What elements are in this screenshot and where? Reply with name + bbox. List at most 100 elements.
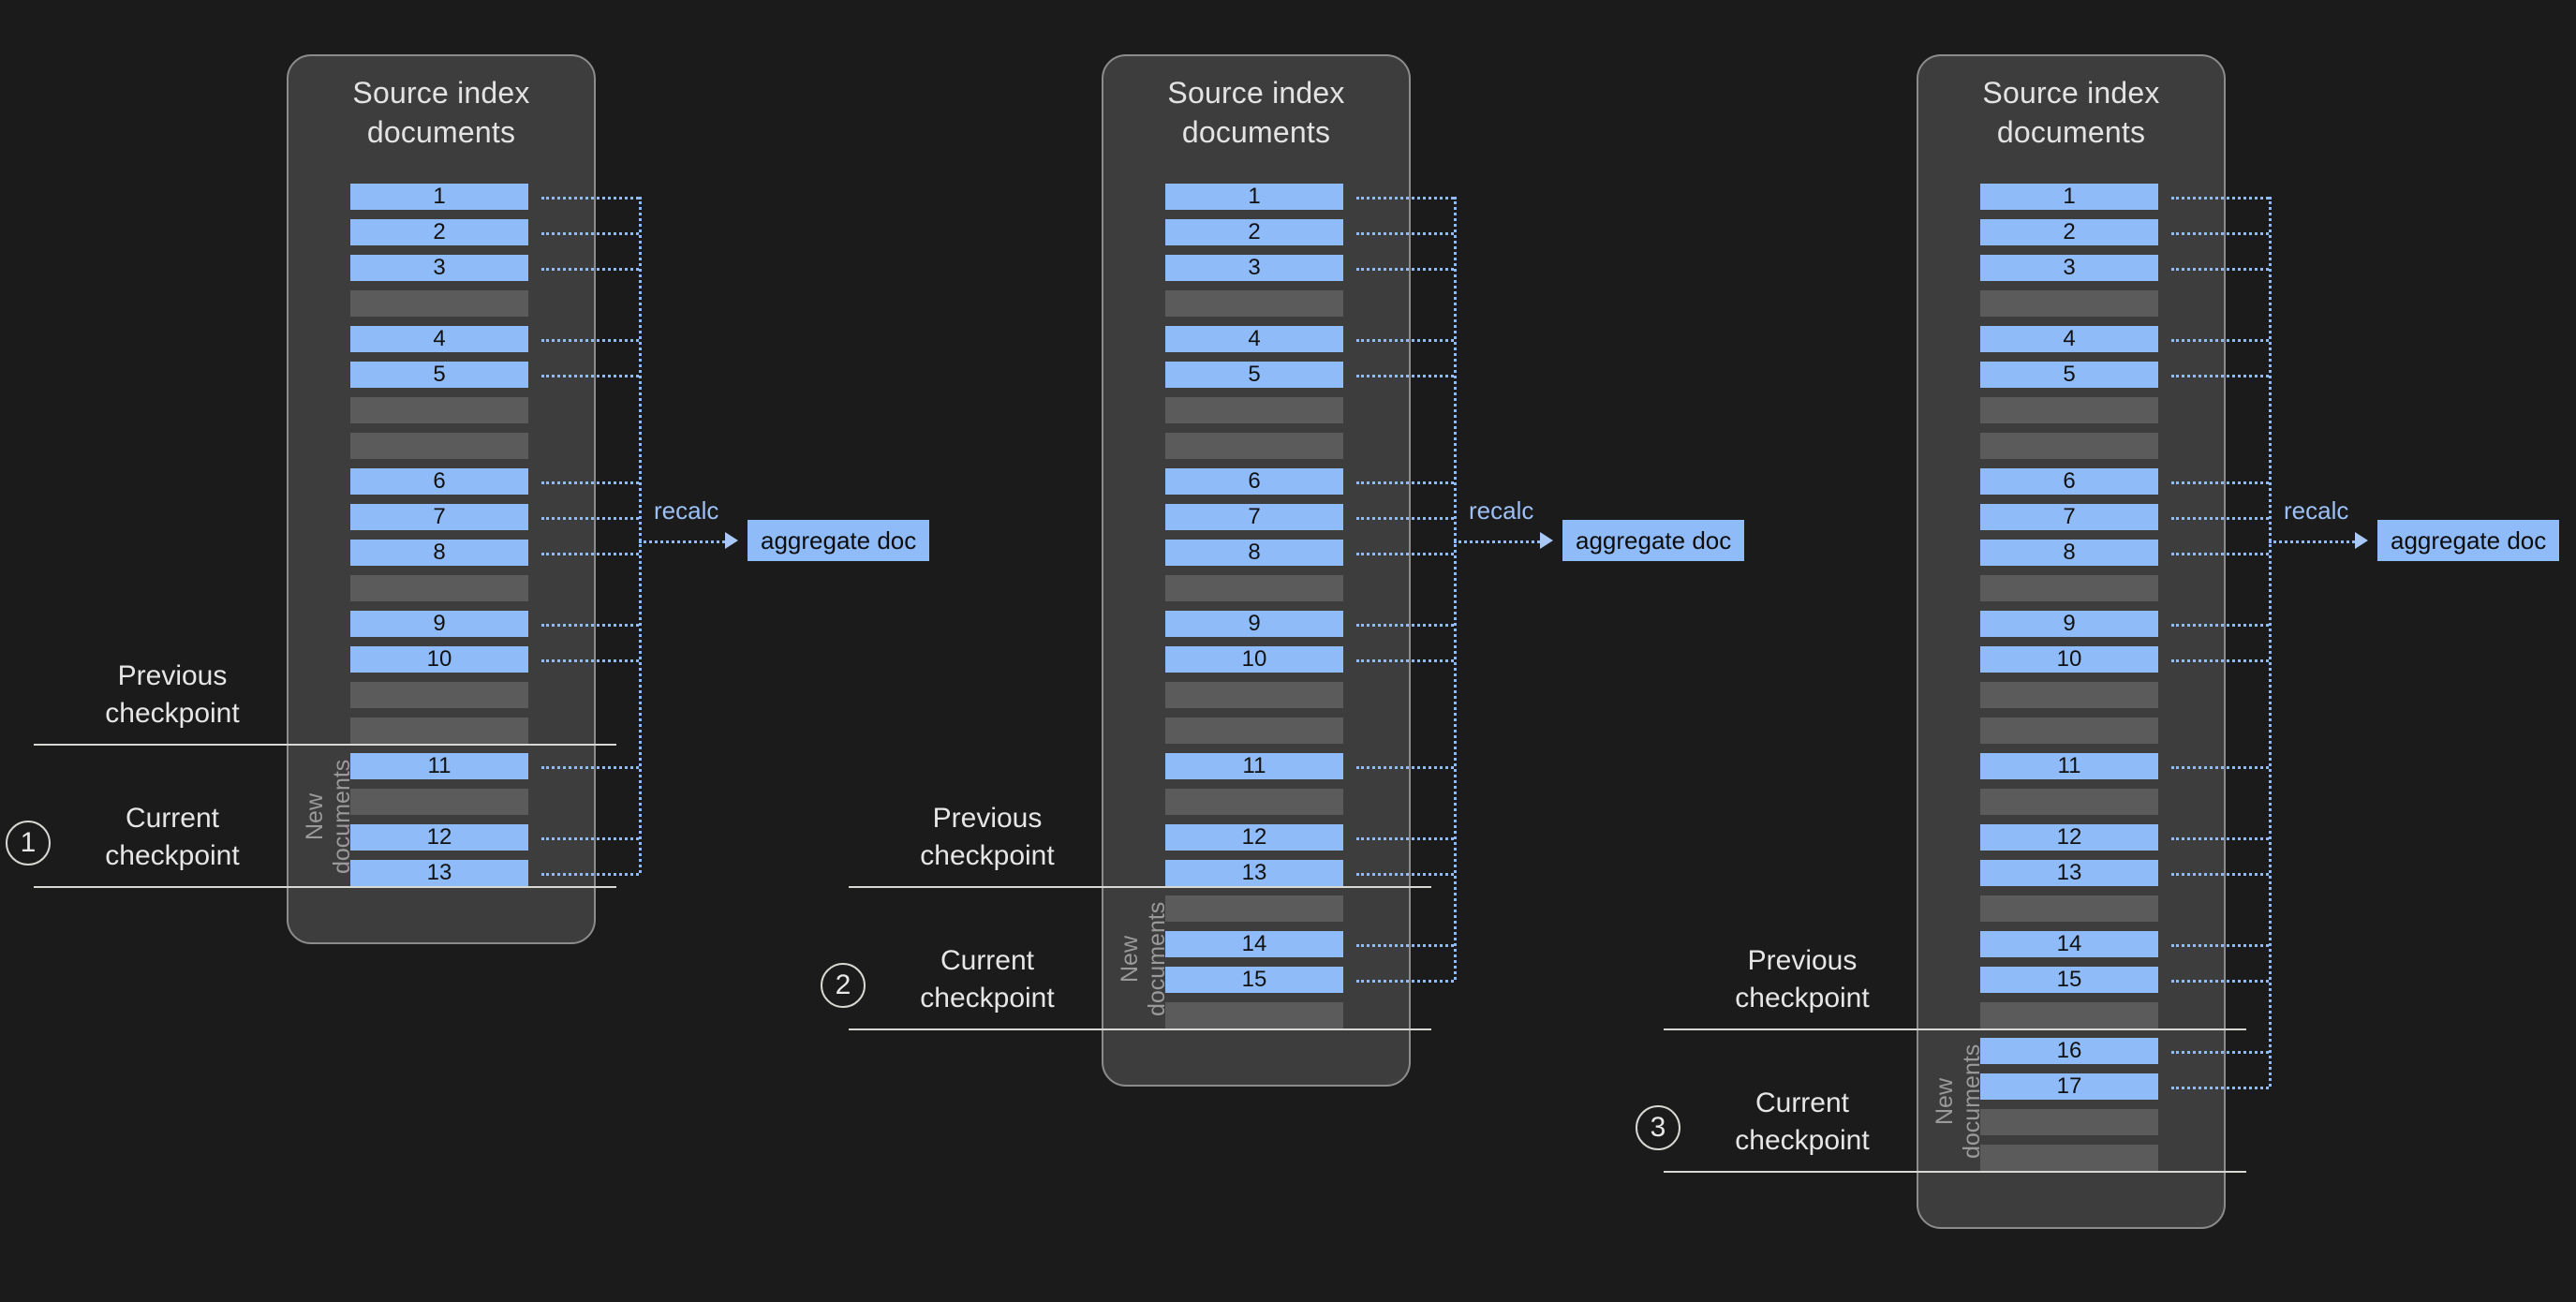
document-row-label: 5 [2063, 362, 2076, 387]
current-checkpoint-label-1: Current checkpoint [105, 803, 240, 871]
document-row: 4 [1165, 326, 1343, 352]
document-row [350, 682, 528, 708]
row-connector [2171, 481, 2269, 484]
document-row: 4 [350, 326, 528, 352]
row-connector [1356, 553, 1454, 555]
document-row: 4 [1980, 326, 2158, 352]
document-row: 9 [1165, 611, 1343, 637]
row-connector [1356, 339, 1454, 342]
document-row: 1 [1165, 184, 1343, 210]
document-row [1980, 1145, 2158, 1171]
panel-title-2: Source index documents [1167, 76, 1345, 149]
document-row: 5 [1165, 362, 1343, 388]
row-connector [541, 624, 639, 627]
document-row: 8 [350, 540, 528, 566]
row-connector [541, 837, 639, 840]
document-row-label: 16 [2056, 1038, 2082, 1063]
new-documents-label-3: New documents [1932, 1043, 1985, 1160]
document-row: 12 [350, 824, 528, 851]
row-connector [541, 481, 639, 484]
document-row-label: 12 [2056, 824, 2082, 850]
row-connector [1356, 873, 1454, 876]
row-connector [2171, 268, 2269, 271]
row-connector [1356, 375, 1454, 377]
document-row: 15 [1980, 967, 2158, 993]
document-row-label: 7 [433, 504, 446, 529]
row-connector [1356, 517, 1454, 520]
document-row-label: 10 [426, 646, 452, 672]
row-connector [541, 766, 639, 769]
current-checkpoint-label-3: Current checkpoint [1735, 1087, 1870, 1156]
previous-checkpoint-label-1: Previous checkpoint [105, 660, 240, 729]
current-checkpoint-rule-2 [849, 1028, 1431, 1030]
document-row-label: 1 [433, 184, 446, 209]
document-row [1980, 682, 2158, 708]
document-row [1980, 789, 2158, 815]
document-row: 10 [1165, 646, 1343, 673]
recalc-arrow-head [725, 532, 738, 549]
document-row: 11 [1165, 753, 1343, 779]
document-row [1165, 397, 1343, 423]
document-row-label: 13 [426, 860, 452, 885]
document-row-label: 11 [2057, 753, 2081, 778]
previous-checkpoint-rule-2 [849, 886, 1431, 888]
document-row [1165, 575, 1343, 601]
row-connector [1356, 766, 1454, 769]
document-row-label: 4 [2063, 326, 2076, 351]
row-connector [2171, 553, 2269, 555]
panel-stage-3: Source index documents [1917, 54, 2226, 1229]
recalc-label-2: recalc [1469, 496, 1534, 525]
document-row [350, 397, 528, 423]
row-connector [541, 873, 639, 876]
document-row-label: 3 [2063, 255, 2076, 280]
row-connector [1356, 268, 1454, 271]
document-row-label: 12 [1241, 824, 1267, 850]
document-row [350, 575, 528, 601]
document-row-label: 3 [433, 255, 446, 280]
document-row: 14 [1165, 931, 1343, 957]
document-row: 8 [1980, 540, 2158, 566]
previous-checkpoint-label-3: Previous checkpoint [1735, 945, 1870, 1013]
document-row: 1 [1980, 184, 2158, 210]
new-documents-label-1: New documents [302, 759, 355, 875]
document-row-label: 14 [1241, 931, 1267, 956]
document-row [1980, 718, 2158, 744]
recalc-arrow-head [2355, 532, 2368, 549]
recalc-arrow-line [639, 540, 725, 543]
document-row-label: 13 [1241, 860, 1267, 885]
document-row-label: 3 [1248, 255, 1261, 280]
document-row-label: 11 [427, 753, 452, 778]
document-row [1980, 575, 2158, 601]
document-row-label: 15 [1241, 967, 1267, 992]
recalc-label-3: recalc [2284, 496, 2349, 525]
recalc-label-1: recalc [654, 496, 719, 525]
recalc-arrow-line [2269, 540, 2355, 543]
row-connector [1356, 197, 1454, 200]
document-row [350, 290, 528, 317]
document-row-label: 15 [2056, 967, 2082, 992]
document-row: 11 [350, 753, 528, 779]
document-row-label: 1 [1248, 184, 1261, 209]
document-row-label: 13 [2056, 860, 2082, 885]
row-connector [2171, 517, 2269, 520]
document-row-label: 6 [1248, 468, 1261, 494]
document-row-label: 4 [433, 326, 446, 351]
document-row-label: 5 [1248, 362, 1261, 387]
document-row-label: 7 [1248, 504, 1261, 529]
current-checkpoint-rule-3 [1664, 1171, 2246, 1173]
document-row: 2 [1980, 219, 2158, 245]
row-connector [541, 517, 639, 520]
document-row [350, 718, 528, 744]
panel-title-3: Source index documents [1982, 76, 2160, 149]
document-row-label: 8 [1248, 540, 1261, 565]
current-checkpoint-rule-1 [34, 886, 616, 888]
document-row [1980, 1002, 2158, 1028]
document-row [1165, 433, 1343, 459]
document-row: 9 [1980, 611, 2158, 637]
row-connector [2171, 197, 2269, 200]
document-row [1980, 290, 2158, 317]
document-row-label: 2 [433, 219, 446, 244]
document-row-label: 14 [2056, 931, 2082, 956]
row-connector [1356, 980, 1454, 983]
